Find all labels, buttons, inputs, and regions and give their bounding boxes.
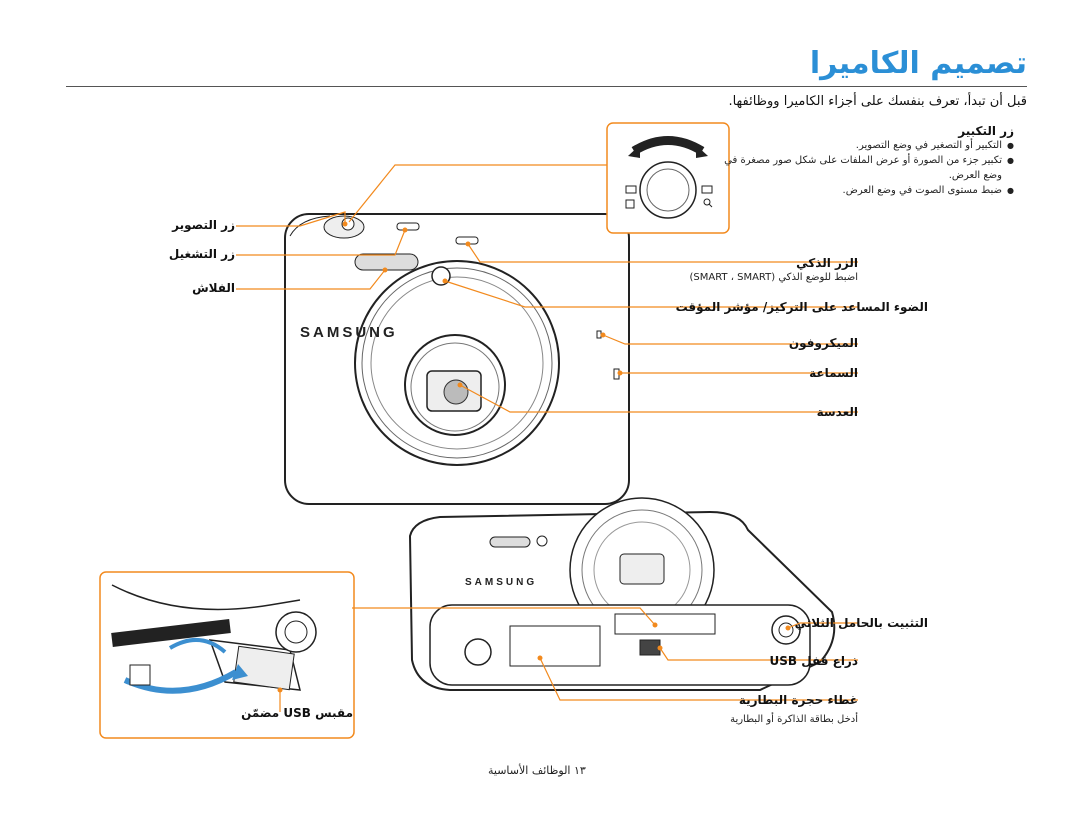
battery-cover-sub: أدخل بطاقة الذاكرة أو البطارية bbox=[730, 714, 858, 725]
label-flash: الفلاش bbox=[192, 281, 235, 295]
label-microphone: الميكروفون bbox=[788, 336, 858, 350]
smart-button-sub: اضبط للوضع الذكي (SMART ، SMART) bbox=[689, 272, 858, 283]
brand-logo-front: SAMSUNG bbox=[300, 324, 398, 341]
label-usb-lock: ذراع قفل USB bbox=[769, 654, 858, 668]
label-speaker: السماعة bbox=[809, 366, 858, 380]
usb-connector-inset bbox=[99, 571, 355, 739]
page-number: ١٣ bbox=[573, 764, 586, 777]
zoom-dial-inset bbox=[606, 122, 730, 234]
camera-bottom-illustration bbox=[408, 497, 836, 691]
label-power-button: زر التشغيل bbox=[168, 247, 235, 261]
section-name: الوظائف الأساسية bbox=[488, 764, 571, 777]
list-item: التكبير أو التصغير في وضع التصوير. bbox=[724, 138, 1014, 153]
list-item: ضبط مستوى الصوت في وضع العرض. bbox=[724, 183, 1014, 198]
label-zoom-button: زر التكبير bbox=[958, 124, 1014, 138]
label-lens: العدسة bbox=[816, 405, 858, 419]
page-footer: ١٣ الوظائف الأساسية bbox=[488, 764, 586, 777]
label-af-lamp: الضوء المساعد على التركيز/ مؤشر المؤقت bbox=[675, 300, 928, 314]
label-tripod-mount: التثبيت بالحامل الثلاثي bbox=[794, 616, 928, 630]
zoom-description: زر التكبير التكبير أو التصغير في وضع الت… bbox=[724, 124, 1014, 198]
label-battery-cover: غطاء حجرة البطارية bbox=[738, 693, 858, 707]
list-item: تكبير جزء من الصورة أو عرض الملفات على ش… bbox=[724, 153, 1014, 183]
brand-logo-bottom: SAMSUNG bbox=[465, 577, 537, 588]
camera-front-illustration bbox=[284, 213, 630, 505]
intro-text: قبل أن تبدأ، تعرف بنفسك على أجزاء الكامي… bbox=[728, 94, 1027, 109]
label-usb-connector: مقبس USB مضمّن bbox=[241, 706, 353, 720]
label-smart-button: الزر الذكي bbox=[796, 256, 858, 270]
page-title: تصميم الكاميرا bbox=[809, 46, 1027, 81]
label-shutter-button: زر التصوير bbox=[172, 218, 235, 232]
zoom-function-list: التكبير أو التصغير في وضع التصوير. تكبير… bbox=[724, 138, 1014, 198]
title-rule bbox=[66, 86, 1027, 87]
